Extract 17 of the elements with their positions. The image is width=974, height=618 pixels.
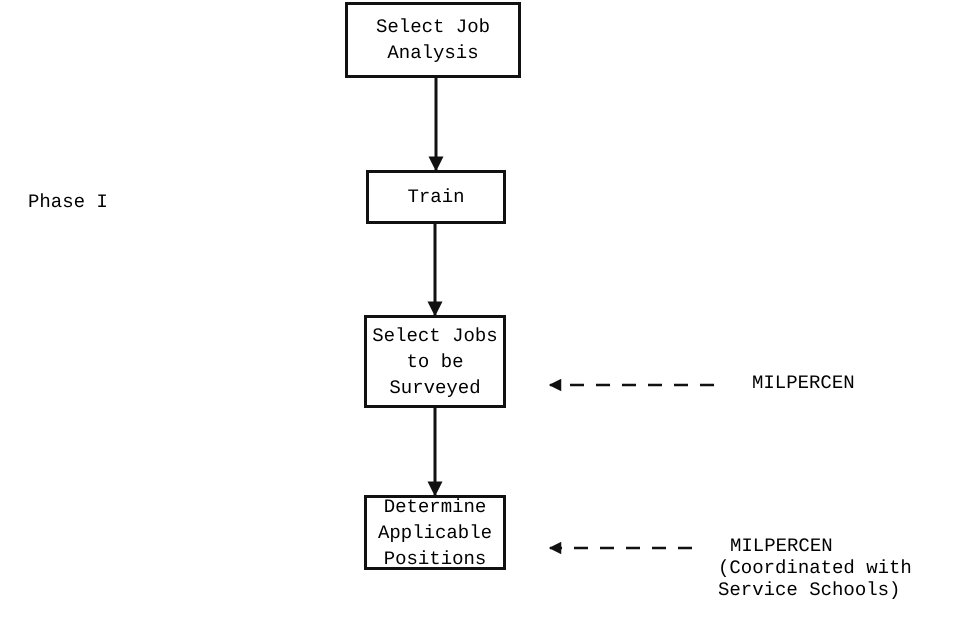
arrow <box>428 408 442 496</box>
node-text: Select Jobs to be Surveyed <box>371 324 499 400</box>
arrow <box>548 378 714 392</box>
node-text: (Coordinated with Service Schools) <box>718 557 913 601</box>
node-text: Select Job Analysis <box>374 15 492 66</box>
node-text: MILPERCEN <box>730 535 834 557</box>
process-box <box>364 495 506 570</box>
arrow <box>548 542 692 554</box>
arrow <box>428 78 444 172</box>
node-text: Determine Applicable Positions <box>376 494 494 572</box>
node-text: MILPERCEN <box>752 372 856 394</box>
process-box <box>364 315 506 408</box>
process-box <box>345 2 521 78</box>
phase-label: Phase I <box>28 190 108 215</box>
node-text: Train <box>407 185 464 210</box>
process-box <box>366 170 506 224</box>
arrow <box>428 224 442 316</box>
